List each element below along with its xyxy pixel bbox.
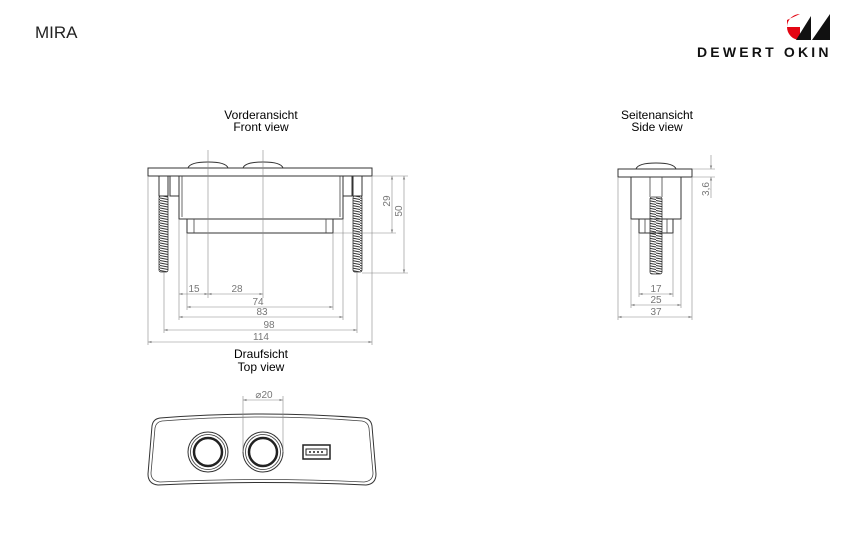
dim-25: 25 bbox=[650, 295, 662, 306]
dim-114: 114 bbox=[253, 332, 269, 343]
dim-diameter-20: ⌀20 bbox=[255, 390, 273, 401]
dim-74: 74 bbox=[252, 297, 264, 308]
dim-15: 15 bbox=[188, 284, 200, 295]
dim-50: 50 bbox=[394, 205, 405, 217]
dim-29: 29 bbox=[382, 195, 393, 207]
dim-98: 98 bbox=[263, 320, 275, 331]
dim-17: 17 bbox=[650, 284, 662, 295]
button-right bbox=[242, 431, 284, 473]
dewert-okin-logo: DEWERT OKIN bbox=[697, 14, 830, 60]
side-view: 17 25 37 3,6 bbox=[617, 155, 715, 320]
front-view-title-en: Front view bbox=[233, 120, 289, 134]
dim-28: 28 bbox=[231, 284, 243, 295]
top-view: ⌀20 bbox=[147, 390, 377, 486]
side-view-title-de: Seitenansicht bbox=[621, 108, 694, 122]
brand-name: DEWERT OKIN bbox=[697, 44, 830, 60]
top-view-title-de: Draufsicht bbox=[234, 347, 289, 361]
button-left bbox=[187, 431, 229, 473]
dim-37: 37 bbox=[650, 307, 662, 318]
dim-83: 83 bbox=[256, 307, 268, 318]
product-name: MIRA bbox=[35, 23, 78, 42]
front-view: 15 28 74 83 98 114 29 50 bbox=[147, 150, 408, 345]
usb-port bbox=[302, 444, 331, 460]
top-view-title-en: Top view bbox=[238, 360, 285, 374]
dim-3-6: 3,6 bbox=[701, 182, 712, 196]
front-view-title-de: Vorderansicht bbox=[224, 108, 298, 122]
side-view-title-en: Side view bbox=[631, 120, 683, 134]
